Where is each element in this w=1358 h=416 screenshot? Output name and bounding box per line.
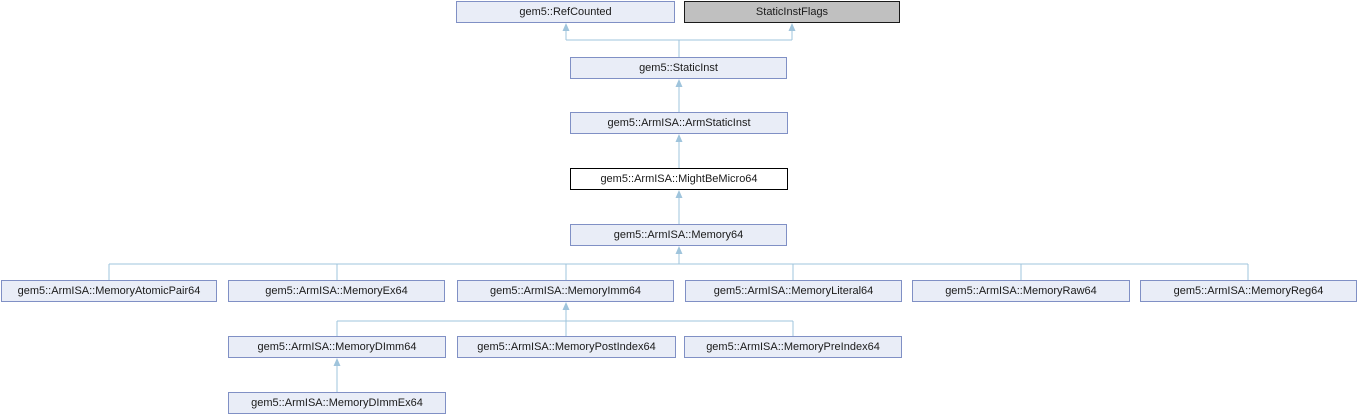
class-node-memorypreindex64[interactable]: gem5::ArmISA::MemoryPreIndex64 — [684, 336, 902, 358]
class-node-refcounted[interactable]: gem5::RefCounted — [456, 1, 675, 23]
edge-staticinst-to-refcounted-and-flags — [562, 23, 796, 57]
edge-subclasses-to-memoryimm64 — [336, 302, 794, 336]
edge-subclasses-to-memory64 — [108, 246, 1249, 280]
class-node-memory64[interactable]: gem5::ArmISA::Memory64 — [570, 224, 787, 246]
class-node-memoryex64[interactable]: gem5::ArmISA::MemoryEx64 — [228, 280, 445, 302]
class-node-memoryimm64[interactable]: gem5::ArmISA::MemoryImm64 — [457, 280, 674, 302]
class-node-memorydimmex64[interactable]: gem5::ArmISA::MemoryDImmEx64 — [228, 392, 446, 414]
class-node-memoryreg64[interactable]: gem5::ArmISA::MemoryReg64 — [1140, 280, 1357, 302]
edge-mightbemicro64-to-armstaticinst — [675, 134, 683, 168]
class-node-memoryliteral64[interactable]: gem5::ArmISA::MemoryLiteral64 — [685, 280, 902, 302]
class-node-memorypostindex64[interactable]: gem5::ArmISA::MemoryPostIndex64 — [457, 336, 676, 358]
class-node-staticinstflags: StaticInstFlags — [684, 1, 900, 23]
class-node-armstaticinst[interactable]: gem5::ArmISA::ArmStaticInst — [570, 112, 788, 134]
class-node-mightbemicro64: gem5::ArmISA::MightBeMicro64 — [570, 168, 788, 190]
class-node-memorydimm64[interactable]: gem5::ArmISA::MemoryDImm64 — [228, 336, 446, 358]
class-node-memoryatomicpair64[interactable]: gem5::ArmISA::MemoryAtomicPair64 — [1, 280, 217, 302]
class-node-staticinst[interactable]: gem5::StaticInst — [570, 57, 787, 79]
edge-armstaticinst-to-staticinst — [675, 79, 683, 112]
edge-memory64-to-mightbemicro64 — [675, 190, 683, 224]
class-node-memoryraw64[interactable]: gem5::ArmISA::MemoryRaw64 — [912, 280, 1130, 302]
edge-memorydimmex64-to-memorydimm64 — [333, 358, 341, 392]
